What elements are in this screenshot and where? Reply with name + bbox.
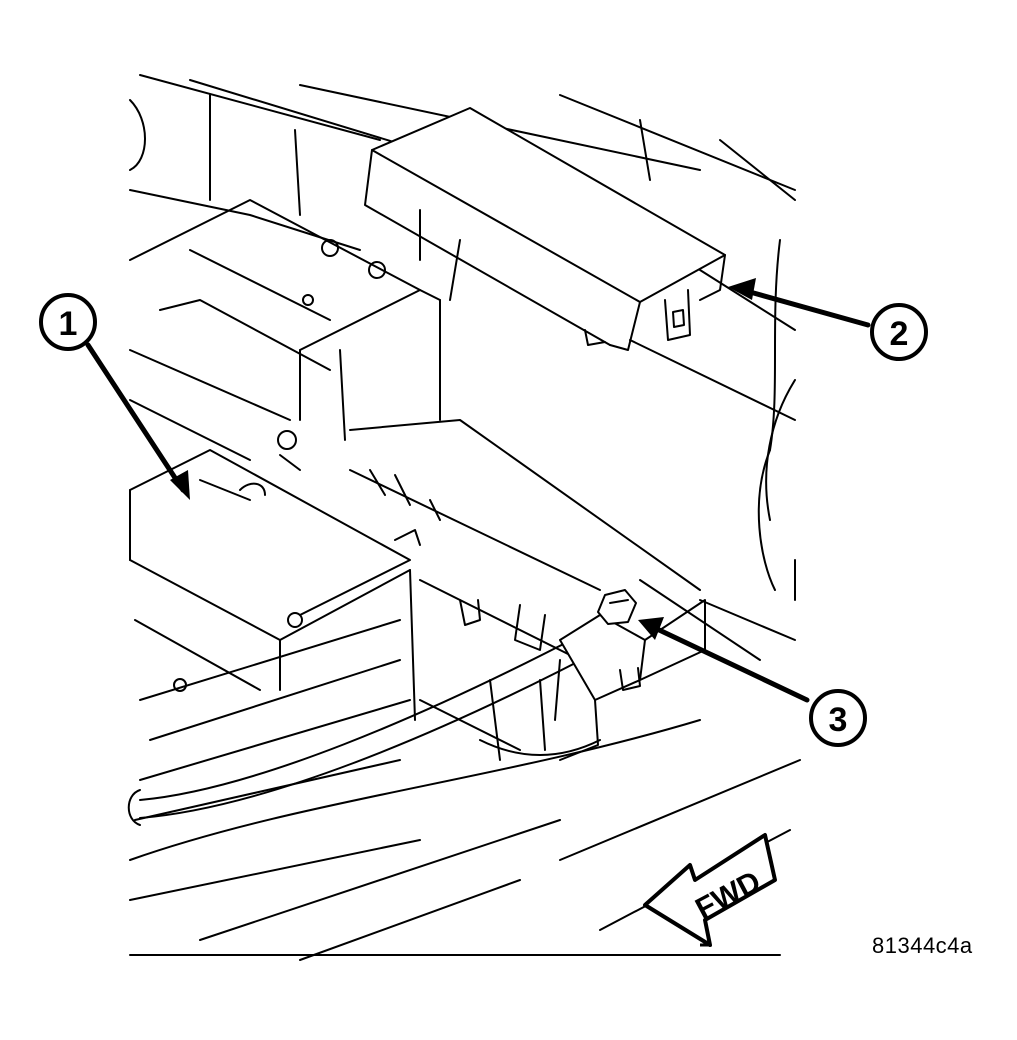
arrowheads <box>170 278 756 640</box>
forward-direction-arrow: FWD <box>643 833 777 947</box>
callout-3-circle <box>809 689 867 747</box>
leader-arrow-1 <box>85 342 186 493</box>
arrowhead-2 <box>728 278 756 300</box>
battery <box>129 449 421 901</box>
lower-tray <box>129 579 801 961</box>
callout-1-circle <box>39 293 97 351</box>
leader-lines <box>85 289 871 703</box>
callout-3: 3 <box>809 689 867 747</box>
line-art <box>85 74 871 961</box>
leader-arrow-3 <box>652 625 810 703</box>
callout-1-label: 1 <box>59 305 78 343</box>
arrowhead-1 <box>170 470 190 500</box>
battery-cable-and-ground-stud <box>127 589 706 826</box>
body-structure <box>129 74 796 661</box>
battery-housing <box>129 199 701 591</box>
callout-1: 1 <box>39 293 97 351</box>
leader-arrow-2 <box>747 289 871 328</box>
callout-2-circle <box>870 303 928 361</box>
figure-id: 81344c4a <box>872 933 973 958</box>
arrowhead-3 <box>638 617 664 640</box>
callout-3-label: 3 <box>829 701 848 739</box>
junction-box-cover <box>364 107 726 421</box>
callout-2: 2 <box>870 303 928 361</box>
callout-2-label: 2 <box>890 315 909 353</box>
